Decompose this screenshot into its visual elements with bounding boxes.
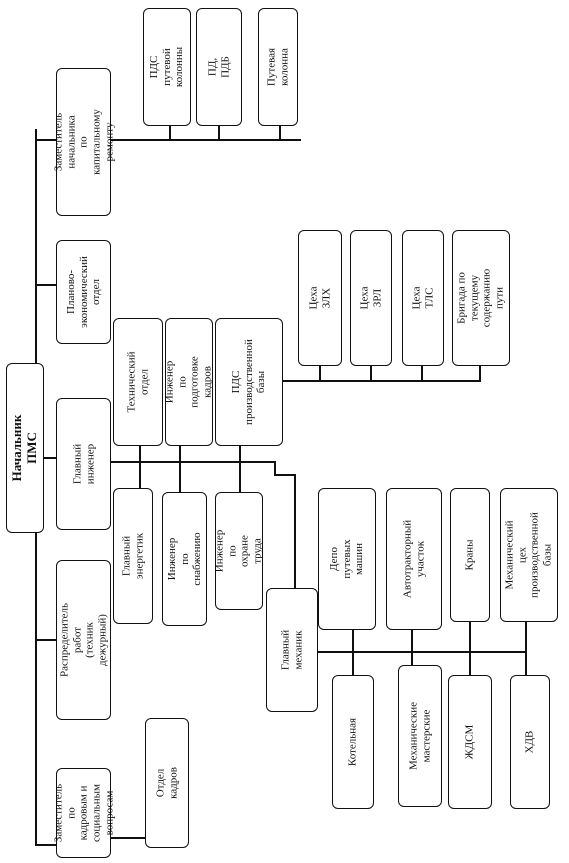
zrl-shops-box: Цеха ЗРЛ: [350, 230, 392, 366]
track-column-label: Путевая колонна: [265, 47, 290, 87]
technical-dept-box: Технический отдел: [113, 318, 163, 446]
cranes-label: Краны: [463, 539, 476, 571]
pds-production-base-box: ПДС производственной базы: [215, 318, 283, 446]
boiler-house-box: Котельная: [332, 675, 374, 809]
track-machine-depot-label: Депо путевых машин: [328, 539, 366, 579]
tls-shops-box: Цеха ТЛС: [402, 230, 444, 366]
boiler-house-label: Котельная: [346, 717, 359, 767]
mechanical-workshops-label: Механические мастерские: [407, 701, 432, 771]
pd-pdb-label: ПД, ПДБ: [206, 56, 231, 78]
track-maintenance-brigade-box: Бригада по текущему содержанию пути: [452, 230, 510, 366]
pd-pdb-box: ПД, ПДБ: [196, 8, 242, 126]
safety-engineer-box: Инженер по охране труда: [213, 492, 264, 610]
zrl-shops-label: Цеха ЗРЛ: [358, 286, 383, 310]
mechanical-shop-base-label: Механический цех производственной базы: [503, 512, 554, 598]
deputy-hr-social-box: Заместитель по кадровым и социальным воп…: [52, 768, 114, 858]
planning-dept-box: Планово- экономический отдел: [56, 240, 111, 344]
deputy-capital-repair-box: Заместитель начальника по капитальному р…: [52, 68, 114, 216]
khdv-label: ХДВ: [523, 730, 536, 754]
pds-track-column-label: ПДС путевой колонны: [148, 46, 186, 88]
track-column-box: Путевая колонна: [258, 8, 298, 126]
root-label: Начальник ПМС: [9, 414, 39, 482]
technical-dept-label: Технический отдел: [125, 351, 150, 413]
mechanical-workshops-box: Механические мастерские: [398, 665, 442, 807]
training-engineer-box: Инженер по подготовке кадров: [163, 318, 214, 446]
motor-tractor-section-label: Автотракторный участок: [401, 519, 426, 599]
pds-track-column-box: ПДС путевой колонны: [143, 8, 191, 126]
root-box: Начальник ПМС: [6, 363, 44, 533]
tls-shops-label: Цеха ТЛС: [410, 286, 435, 310]
chief-engineer-label: Главный инженер: [70, 443, 96, 485]
mechanical-shop-base-box: Механический цех производственной базы: [500, 488, 558, 622]
work-distributor-label: Распределитель работ (техник дежурный): [58, 602, 109, 678]
work-distributor-box: Распределитель работ (техник дежурный): [56, 560, 111, 720]
track-machine-depot-box: Депо путевых машин: [318, 488, 376, 630]
khdv-box: ХДВ: [510, 675, 550, 809]
deputy-hr-social-label: Заместитель по кадровым и социальным воп…: [51, 783, 115, 843]
zlkh-shops-label: Цеха ЗЛХ: [307, 286, 332, 310]
track-maintenance-brigade-label: Бригада по текущему содержанию пути: [455, 268, 506, 328]
safety-engineer-label: Инженер по охране труда: [213, 529, 264, 573]
cranes-box: Краны: [450, 488, 490, 622]
chief-mechanic-label: Главный механик: [279, 629, 304, 671]
hr-dept-box: Отдел кадров: [145, 718, 189, 848]
chief-power-engineer-label: Главный энергетик: [120, 532, 145, 580]
chief-power-engineer-box: Главный энергетик: [113, 488, 153, 624]
zhdsm-label: ЖДСМ: [463, 724, 476, 760]
chief-mechanic-box: Главный механик: [266, 588, 318, 712]
chief-engineer-box: Главный инженер: [56, 398, 111, 530]
supply-engineer-label: Инженер по снабжению: [165, 532, 203, 586]
hr-dept-label: Отдел кадров: [154, 767, 179, 799]
planning-dept-label: Планово- экономический отдел: [64, 256, 102, 328]
pds-production-base-label: ПДС производственной базы: [230, 339, 268, 425]
supply-engineer-box: Инженер по снабжению: [162, 492, 207, 626]
training-engineer-label: Инженер по подготовке кадров: [163, 356, 214, 408]
zlkh-shops-box: Цеха ЗЛХ: [298, 230, 342, 366]
zhdsm-box: ЖДСМ: [448, 675, 492, 809]
motor-tractor-section-box: Автотракторный участок: [386, 488, 442, 630]
deputy-capital-repair-label: Заместитель начальника по капитальному р…: [51, 109, 115, 175]
